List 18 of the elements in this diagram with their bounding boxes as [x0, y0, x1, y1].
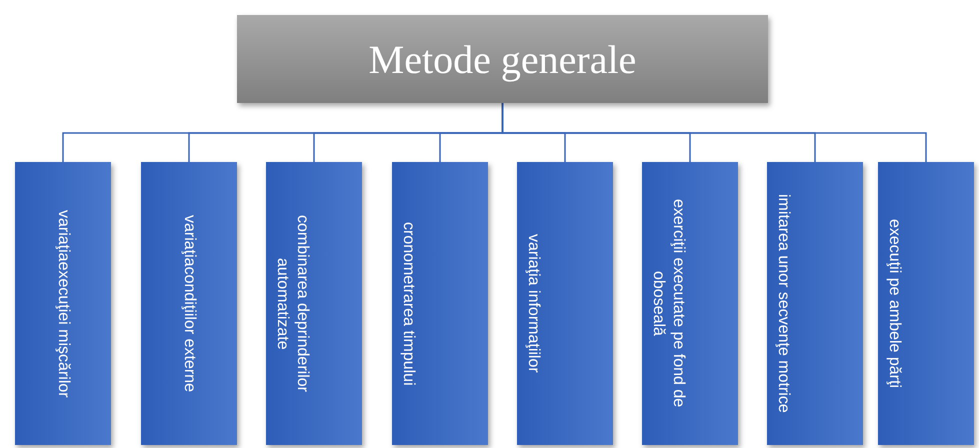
title-text: Metode generale [368, 36, 636, 82]
method-box [878, 162, 974, 445]
method-box [15, 162, 111, 445]
method-label: variaţia informaţiilor [524, 234, 543, 373]
method-label: cronometrarea timpului [399, 222, 418, 386]
method-label: variaţiaexecuţiei mişcărilor [54, 210, 73, 398]
method-label: execuţii pe ambele părţi [885, 219, 904, 388]
method-label: exerciţii executate pe fond de oboseală [649, 198, 688, 410]
method-label: imitarea unor secvenţe motrice [774, 194, 793, 413]
method-box [141, 162, 237, 445]
method-box [767, 162, 863, 445]
method-box [517, 162, 613, 445]
method-label: variaţiacondiţiilor externe [180, 215, 199, 392]
title-box [237, 15, 768, 103]
method-box [266, 162, 362, 445]
method-box [392, 162, 488, 445]
method-box [642, 162, 738, 445]
method-label: combinarea deprinderilor automatizate [273, 214, 312, 394]
